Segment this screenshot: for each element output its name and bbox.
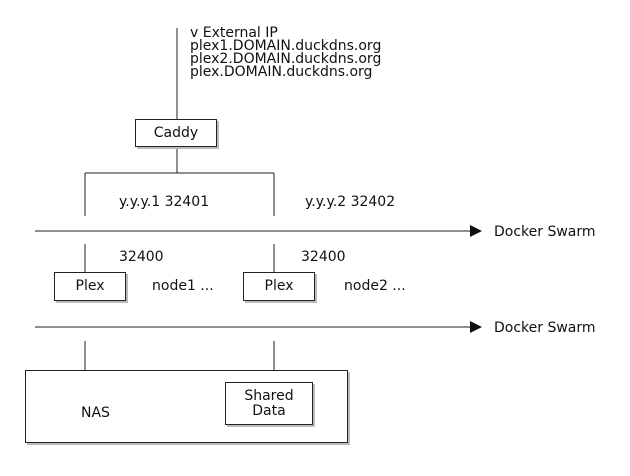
plex-node1-label: Plex xyxy=(75,278,105,294)
plex-node1-box: Plex xyxy=(54,272,126,301)
node1-name-label: node1 ... xyxy=(152,278,214,294)
node2-port-label: 32400 xyxy=(301,249,346,265)
node2-name-label: node2 ... xyxy=(344,278,406,294)
caddy-label: Caddy xyxy=(153,124,199,141)
shared-data-box: Shared Data xyxy=(225,382,313,425)
external-ip-block: v External IP plex1.DOMAIN.duckdns.org p… xyxy=(190,25,382,80)
host-plex1: plex1.DOMAIN.duckdns.org xyxy=(190,38,382,54)
route-left-label: y.y.y.1 32401 xyxy=(119,194,210,210)
external-ip-heading: v External IP xyxy=(190,25,278,41)
host-plex2: plex2.DOMAIN.duckdns.org xyxy=(190,51,382,67)
swarm-bottom-arrowhead xyxy=(470,321,482,333)
shared-data-label: Shared Data xyxy=(244,387,294,419)
swarm-bottom-label: Docker Swarm xyxy=(494,320,596,336)
host-plex: plex.DOMAIN.duckdns.org xyxy=(190,64,373,80)
nas-label: NAS xyxy=(81,405,110,421)
route-right-label: y.y.y.2 32402 xyxy=(305,194,396,210)
swarm-top-arrowhead xyxy=(470,225,482,237)
plex-node2-label: Plex xyxy=(264,278,294,294)
swarm-top-label: Docker Swarm xyxy=(494,224,596,240)
plex-node2-box: Plex xyxy=(243,272,315,301)
node1-port-label: 32400 xyxy=(119,249,164,265)
caddy-box: Caddy xyxy=(135,119,217,147)
